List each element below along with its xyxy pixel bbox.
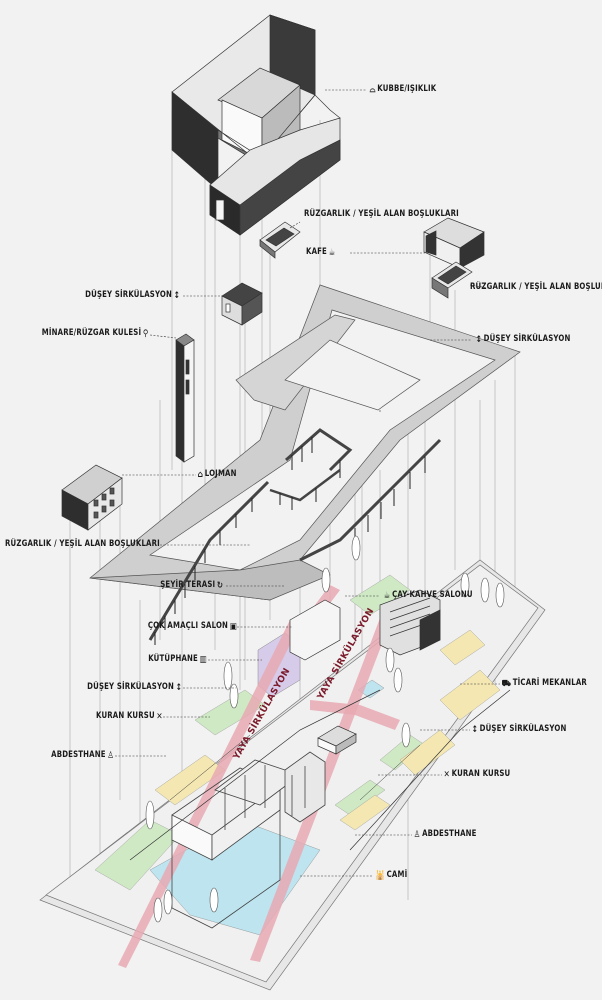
label-kutuphane: KÜTÜPHANE▥	[147, 654, 207, 665]
label-cami: 🕌CAMİ	[375, 870, 408, 881]
cart-icon: ⛟	[501, 679, 512, 689]
colonnade-left	[148, 480, 270, 645]
label-kuran-1: KURAN KURSU✕	[95, 711, 163, 722]
cafe-box	[423, 217, 485, 299]
label-dusey-4: ↕DÜŞEY SİRKÜLASYON	[471, 724, 567, 735]
label-seyir: ŞEYİR TERASI↻	[160, 580, 224, 591]
label-ticari: ⛟TİCARİ MEKANLAR	[501, 678, 587, 689]
lojman-block	[61, 464, 123, 531]
up-down-arrow-icon: ↕	[176, 683, 183, 693]
label-dusey-1: DÜŞEY SİRKÜLASYON↕	[85, 290, 181, 301]
label-abdest-2: ♙ABDESTHANE	[413, 829, 477, 840]
colonnade-right	[299, 438, 442, 562]
label-ruzgar-right: RÜZGARLIK / YEŞİL ALAN BOŞLUKLARI	[470, 282, 602, 292]
label-kubbe: ⌓KUBBE/IŞIKLIK	[369, 84, 437, 95]
dome-icon: ⌓	[369, 85, 376, 95]
minaret-icon: ⚲	[142, 329, 149, 339]
leader-lines	[115, 89, 500, 877]
label-ruzgar-left: RÜZGARLIK / YEŞİL ALAN BOŞLUKLARI	[5, 539, 160, 549]
up-down-arrow-icon: ↕	[475, 335, 482, 345]
rotate-icon: ↻	[217, 581, 224, 591]
label-ruzgar-top: RÜZGARLIK / YEŞİL ALAN BOŞLUKLARI	[304, 209, 459, 219]
book-stand-icon: ✕	[443, 770, 450, 780]
label-lojman: ⌂LOJMAN	[197, 469, 237, 480]
person-icon: ♙	[107, 751, 115, 761]
skylight-box-1	[259, 221, 301, 259]
house-icon: ⌂	[197, 470, 204, 480]
mosque-structure	[171, 751, 326, 929]
stair-tower-left	[221, 282, 263, 326]
yellow-zones	[154, 629, 501, 831]
label-minare: MİNARE/RÜZGAR KULESİ⚲	[41, 328, 149, 339]
label-dusey-3: DÜŞEY SİRKÜLASYON↕	[87, 682, 183, 693]
label-abdest-1: ABDESTHANE♙	[51, 750, 115, 761]
label-cok-amacli: ÇOK AMAÇLI SALON▣	[147, 621, 237, 632]
label-kafe: KAFE☕	[306, 247, 336, 258]
ground-structures	[129, 589, 511, 861]
label-cay: ☕ÇAY-KAHVE SALONU	[383, 590, 473, 601]
label-kuran-2: ✕KURAN KURSU	[443, 769, 511, 780]
trees	[145, 535, 505, 923]
books-icon: ▥	[199, 655, 207, 665]
cup-icon: ☕	[328, 248, 336, 258]
up-down-arrow-icon: ↕	[174, 291, 181, 301]
dome-block	[171, 14, 341, 236]
green-zones	[94, 574, 426, 891]
up-down-arrow-icon: ↕	[471, 725, 478, 735]
colonnade-inner	[269, 428, 353, 510]
mosque-icon: 🕌	[375, 871, 385, 881]
cup-icon: ☕	[383, 591, 391, 601]
minaret-tower	[175, 333, 195, 463]
book-stand-icon: ✕	[156, 712, 163, 722]
label-dusey-2: ↕DÜŞEY SİRKÜLASYON	[475, 334, 571, 345]
screen-icon: ▣	[229, 622, 237, 632]
person-icon: ♙	[413, 830, 421, 840]
